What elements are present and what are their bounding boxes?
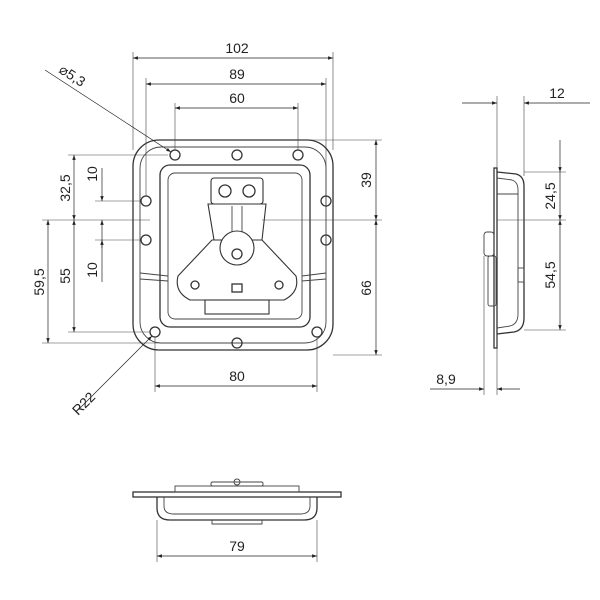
handle-screw-right-icon [274, 280, 284, 290]
dim-label-top-section: 32,5 [57, 174, 73, 201]
bottom-shell [156, 497, 318, 521]
dim-label-outer-hole-spacing: 89 [229, 66, 245, 82]
hinge-rivet-right-icon [242, 184, 256, 198]
side-lock-tab [517, 267, 525, 283]
side-shell [496, 171, 525, 335]
dim-label-corner-radius: R22 [69, 388, 99, 418]
dim-label-side-upper: 24,5 [542, 182, 558, 209]
dim-label-bottom-width: 79 [229, 538, 245, 554]
mounting-hole-bottom-right [311, 326, 323, 338]
front-rail-right-2 [301, 278, 327, 282]
front-view: 102 89 60 ⌀5,3 32,5 10 10 55 [31, 40, 382, 418]
side-view: 12 24,5 54,5 8,9 [430, 85, 590, 395]
front-rail-left-2 [139, 278, 169, 282]
front-rail-right [301, 272, 327, 277]
dim-leader-hole-diameter [44, 69, 172, 153]
side-handle-profile [487, 255, 497, 307]
mounting-hole-top-right [292, 149, 304, 161]
handle-pivot-center-icon [231, 248, 243, 260]
mounting-hole-left-upper [140, 195, 152, 207]
dim-label-right-upper: 39 [358, 172, 374, 188]
dim-label-side-gap-top: 10 [84, 166, 100, 182]
side-shell-inner [496, 177, 519, 329]
side-flange [493, 167, 498, 349]
mounting-hole-bottom-left [149, 326, 161, 338]
dim-label-left-total: 59,5 [31, 268, 47, 295]
dim-label-side-lower: 54,5 [542, 261, 558, 288]
dim-label-side-gap-bottom: 10 [84, 262, 100, 278]
dim-label-bottom-hole-spacing: 80 [229, 368, 245, 384]
dim-label-right-lower: 66 [358, 280, 374, 296]
dim-label-side-depth: 12 [549, 85, 565, 101]
front-plate-outline [132, 139, 334, 351]
hinge-rivet-left-icon [218, 184, 232, 198]
front-recess [159, 164, 311, 328]
dim-label-overall-width: 102 [225, 40, 249, 56]
bottom-shell-inner [163, 497, 311, 515]
butterfly-handle [176, 239, 298, 301]
side-hinge-profile [483, 231, 495, 257]
handle-center-badge-icon [231, 283, 243, 293]
bottom-pivot-icon [233, 478, 241, 486]
mounting-hole-right-lower [320, 234, 332, 246]
mounting-hole-left-lower [140, 234, 152, 246]
bottom-hinge-profile [210, 481, 264, 487]
bottom-view: 79 [132, 478, 342, 562]
front-recess-inner [167, 172, 303, 320]
mounting-hole-top-left [169, 149, 181, 161]
front-rail-left [139, 272, 169, 277]
bottom-handle-profile [174, 485, 300, 493]
dim-label-side-flange: 8,9 [436, 371, 456, 387]
dim-label-hole-diameter: ⌀5,3 [56, 61, 88, 90]
bottom-flange [132, 491, 342, 498]
dim-label-left-lower: 55 [57, 268, 73, 284]
handle-screw-left-icon [190, 280, 200, 290]
dim-label-top-hole-spacing: 60 [229, 90, 245, 106]
handle-pivot-knob-icon [219, 230, 255, 266]
dim-leader-corner-radius [77, 335, 153, 411]
latch-tongue [204, 299, 270, 315]
mounting-hole-top-center [231, 149, 243, 161]
bottom-lock-tab [211, 520, 263, 525]
